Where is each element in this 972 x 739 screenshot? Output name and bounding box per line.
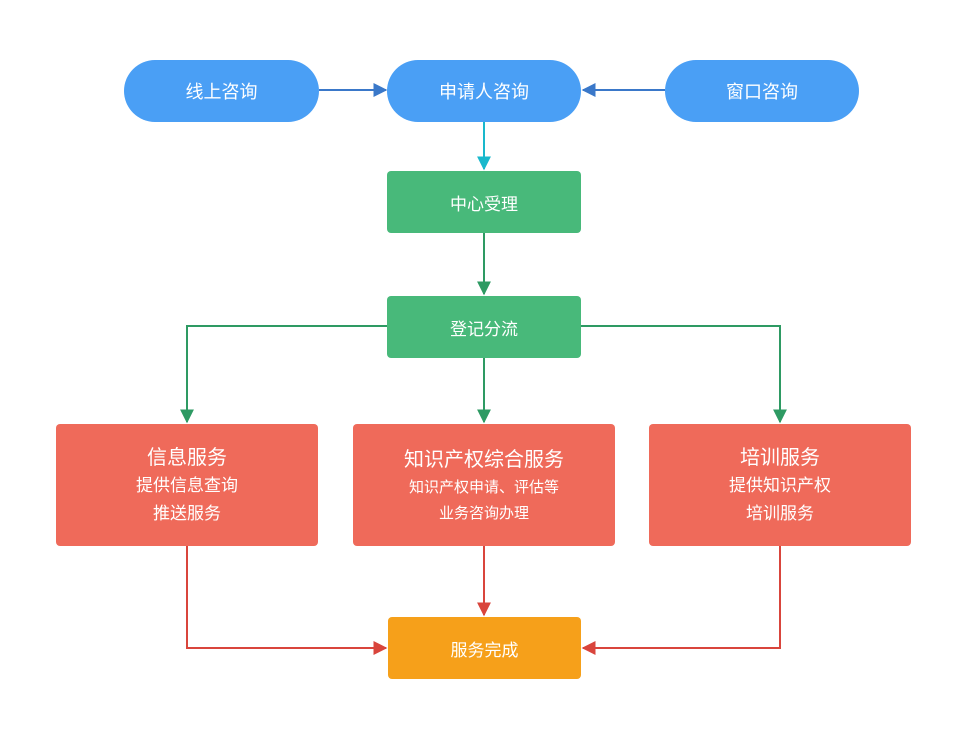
node-info-service-line2: 推送服务 bbox=[153, 504, 221, 524]
node-register-dispatch: 登记分流 bbox=[387, 296, 581, 358]
arrow-register-to-info bbox=[180, 325, 387, 424]
node-service-complete: 服务完成 bbox=[388, 617, 581, 679]
node-applicant-consult: 申请人咨询 bbox=[387, 60, 581, 122]
node-center-accept-label: 中心受理 bbox=[450, 194, 518, 215]
node-window-consult: 窗口咨询 bbox=[665, 60, 859, 122]
node-info-service: 信息服务 提供信息查询 推送服务 bbox=[56, 424, 318, 546]
node-center-accept: 中心受理 bbox=[387, 171, 581, 233]
node-applicant-consult-label: 申请人咨询 bbox=[439, 82, 529, 103]
node-ip-service: 知识产权综合服务 知识产权申请、评估等 业务咨询办理 bbox=[353, 424, 615, 546]
arrow-register-to-training bbox=[581, 325, 787, 424]
node-training-service-line1: 提供知识产权 bbox=[729, 476, 831, 496]
node-ip-service-line2: 业务咨询办理 bbox=[438, 504, 529, 522]
node-ip-service-line1: 知识产权申请、评估等 bbox=[408, 478, 559, 496]
arrow-training-to-done bbox=[581, 546, 781, 655]
node-training-service-title: 培训服务 bbox=[740, 445, 820, 469]
node-info-service-title: 信息服务 bbox=[147, 445, 227, 469]
node-training-service-line2: 培训服务 bbox=[746, 504, 814, 524]
node-ip-service-title: 知识产权综合服务 bbox=[404, 447, 564, 471]
node-service-complete-label: 服务完成 bbox=[450, 640, 519, 661]
node-training-service: 培训服务 提供知识产权 培训服务 bbox=[649, 424, 911, 546]
arrow-info-to-done bbox=[186, 546, 388, 655]
node-info-service-line1: 提供信息查询 bbox=[136, 476, 238, 496]
node-online-consult-label: 线上咨询 bbox=[185, 82, 258, 103]
node-window-consult-label: 窗口咨询 bbox=[726, 82, 798, 103]
node-register-dispatch-label: 登记分流 bbox=[450, 319, 518, 340]
node-online-consult: 线上咨询 bbox=[124, 60, 319, 122]
